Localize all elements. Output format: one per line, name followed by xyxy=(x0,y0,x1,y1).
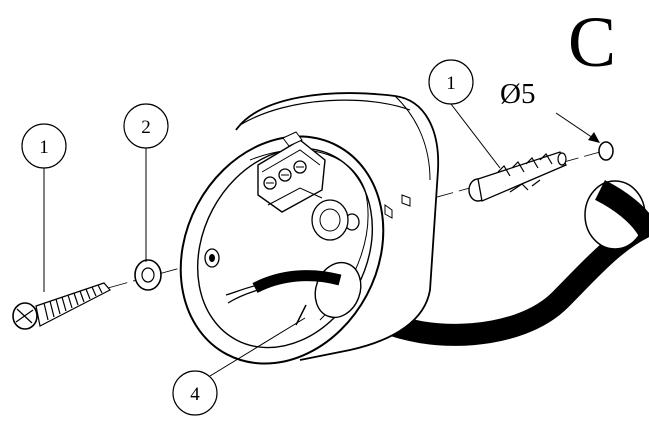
callout-wall-plug: 1 xyxy=(428,59,501,169)
terminal-block xyxy=(257,131,326,213)
callout-washer-number: 2 xyxy=(141,117,151,138)
callout-wall-plug-number: 1 xyxy=(446,73,456,94)
washer xyxy=(134,259,162,291)
screw xyxy=(12,282,111,330)
wall-plug xyxy=(468,151,567,202)
drill-hole xyxy=(598,141,614,161)
callout-screw: 1 xyxy=(21,123,67,292)
cable xyxy=(370,180,649,346)
section-letter: C xyxy=(568,2,616,82)
inner-cable xyxy=(225,270,342,326)
callout-washer: 2 xyxy=(123,103,169,262)
hole-diameter-label: Ø5 xyxy=(500,78,535,110)
diameter-arrow xyxy=(555,112,600,143)
callout-cable-number: 4 xyxy=(190,384,200,405)
callout-cable: 4 xyxy=(172,317,306,416)
callout-screw-number: 1 xyxy=(39,137,49,158)
